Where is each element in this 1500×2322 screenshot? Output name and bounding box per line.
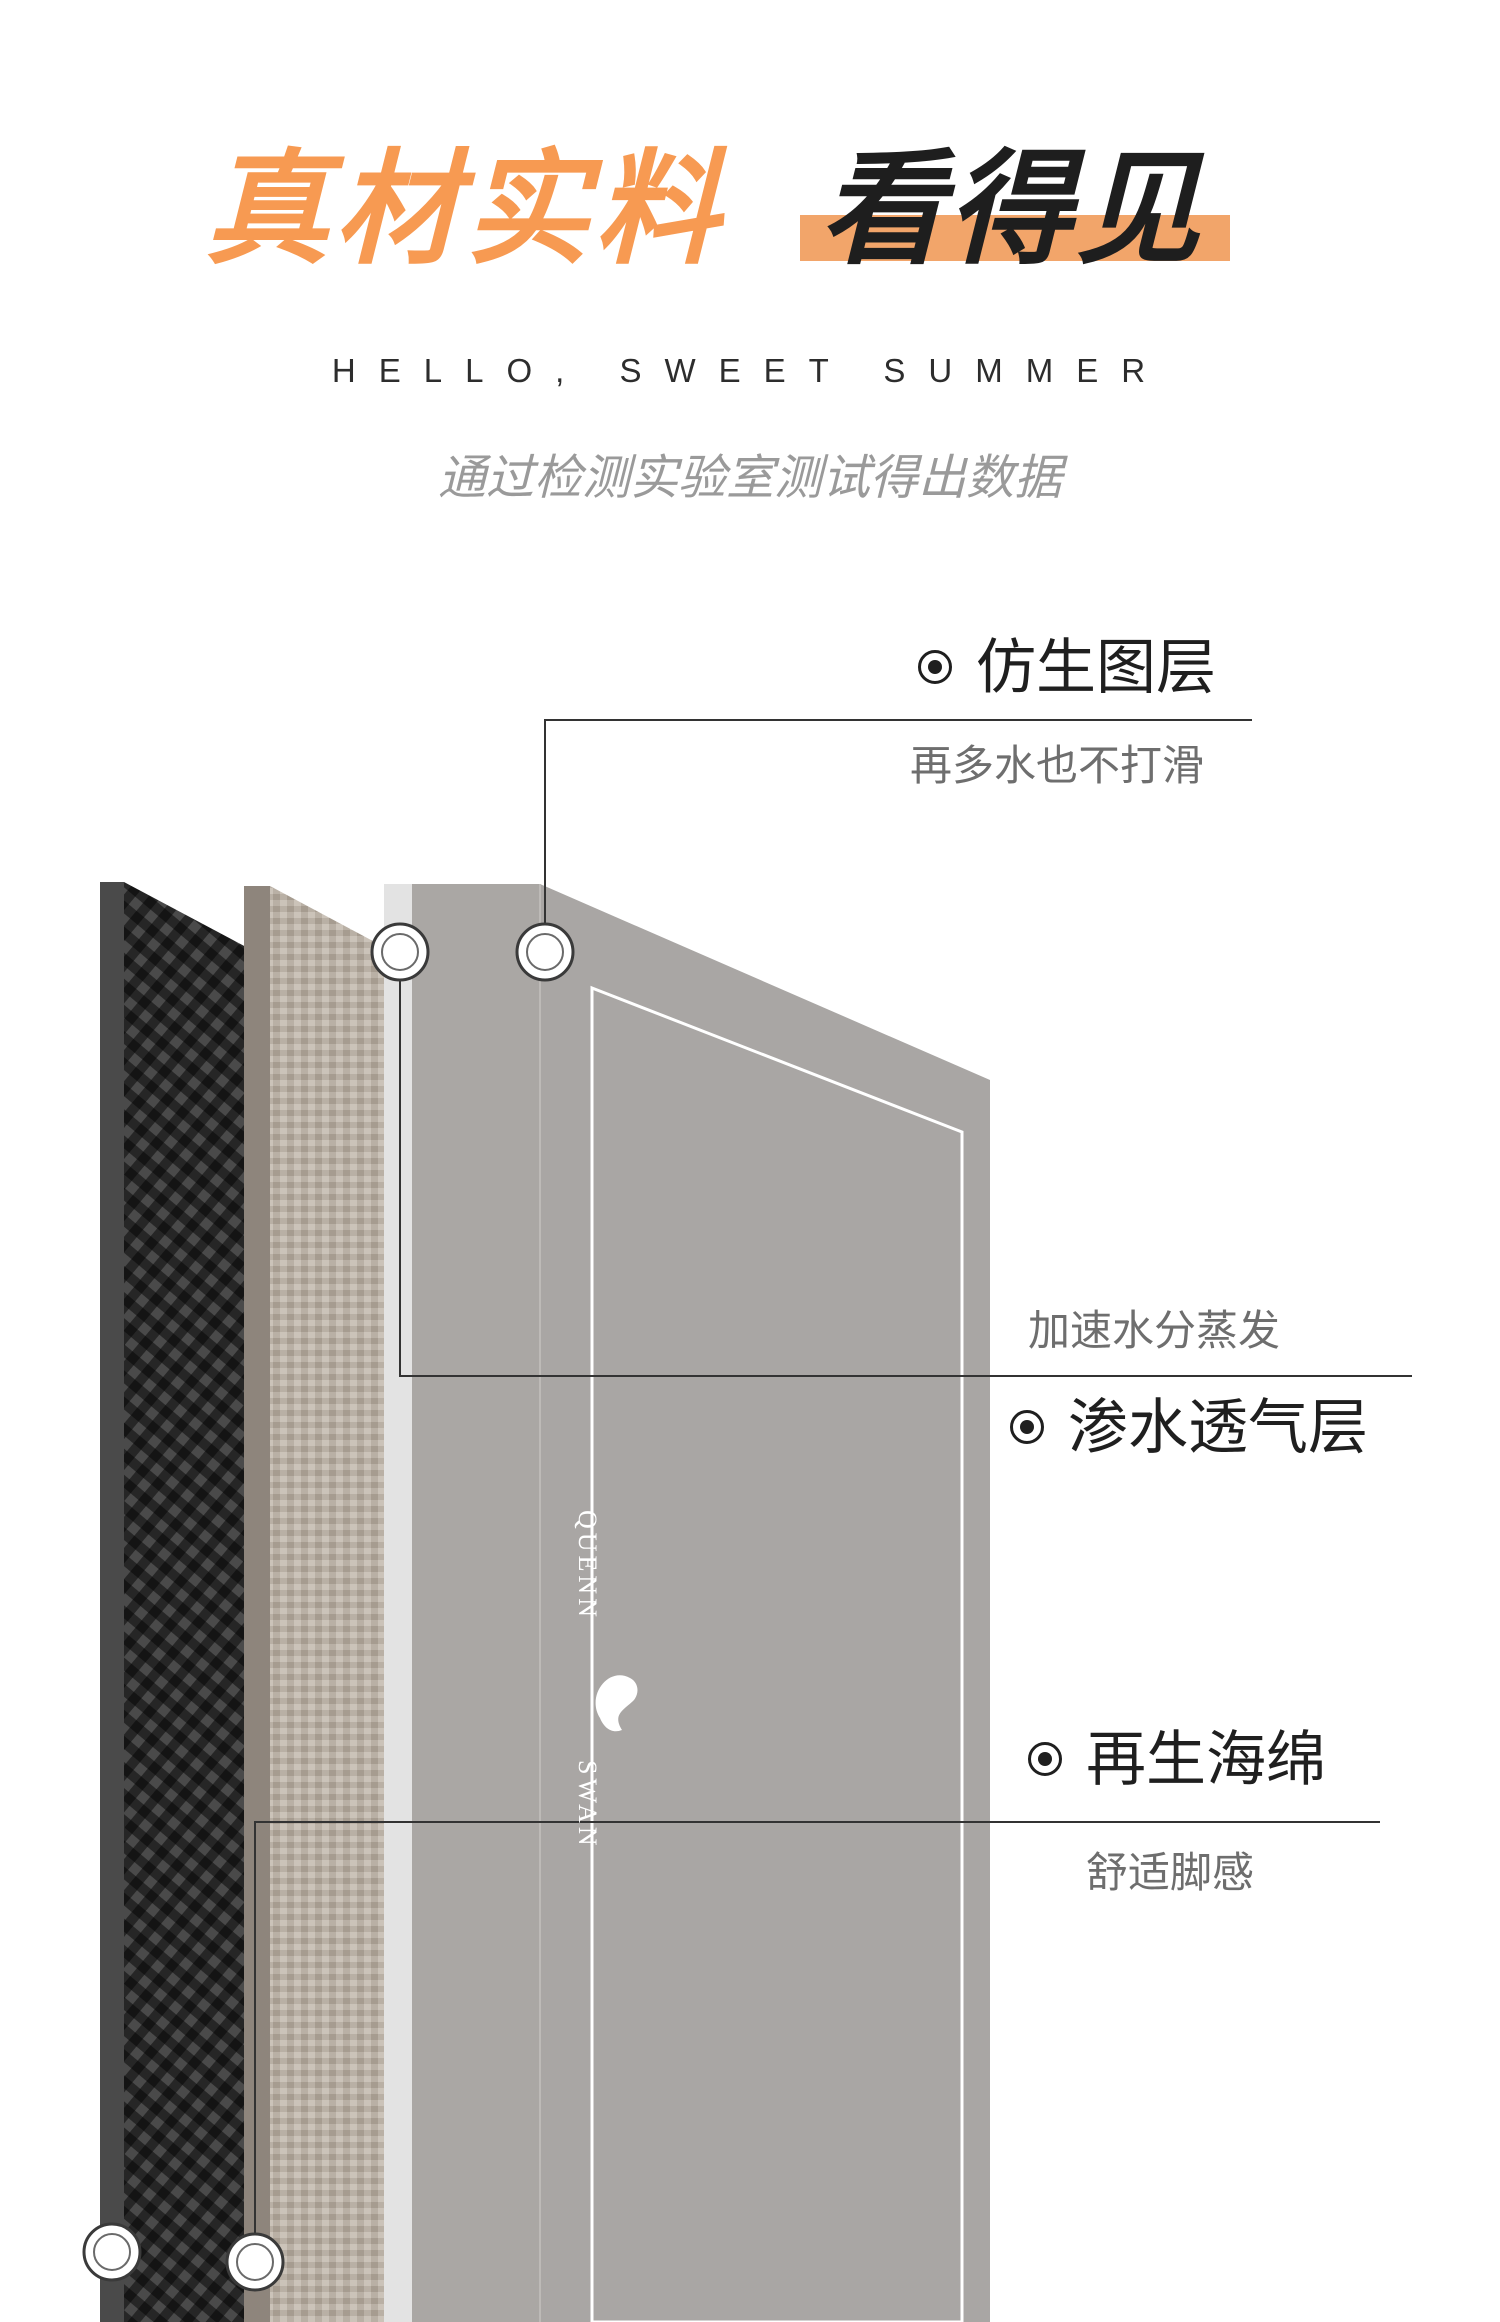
swan-logo-icon	[595, 1675, 638, 1732]
bullet-icon	[918, 650, 952, 684]
layer-1-subtitle: 再多水也不打滑	[910, 741, 1205, 790]
layer-3-subtitle: 舒适脚感	[1086, 1848, 1255, 1897]
leader-lines	[254, 719, 1412, 2262]
fabric-layer	[244, 886, 386, 2322]
sponge-layer	[384, 884, 412, 2322]
bullet-icon	[1010, 1410, 1044, 1444]
headline-orange: 真材实料	[205, 138, 726, 282]
brand-text-bottom: SWAN	[573, 1760, 602, 1850]
brand-text-top: QUENN	[573, 1510, 602, 1621]
layer-3-title: 再生海绵	[1086, 1725, 1326, 1795]
tagline: HELLO, SWEET SUMMER	[331, 352, 1169, 389]
layer-2-title: 渗水透气层	[1068, 1393, 1368, 1463]
top-surface-layer	[412, 884, 990, 2322]
marker-rings	[82, 922, 575, 2292]
bullet-icon	[1028, 1742, 1062, 1776]
layer-1-title: 仿生图层	[976, 633, 1216, 703]
subtitle: 通过检测实验室测试得出数据	[437, 450, 1062, 506]
layer-2-subtitle: 加速水分蒸发	[1028, 1306, 1281, 1355]
headline-black: 看得见	[820, 138, 1205, 282]
base-layer-black	[100, 882, 248, 2322]
headline-highlight-band	[800, 215, 1230, 261]
